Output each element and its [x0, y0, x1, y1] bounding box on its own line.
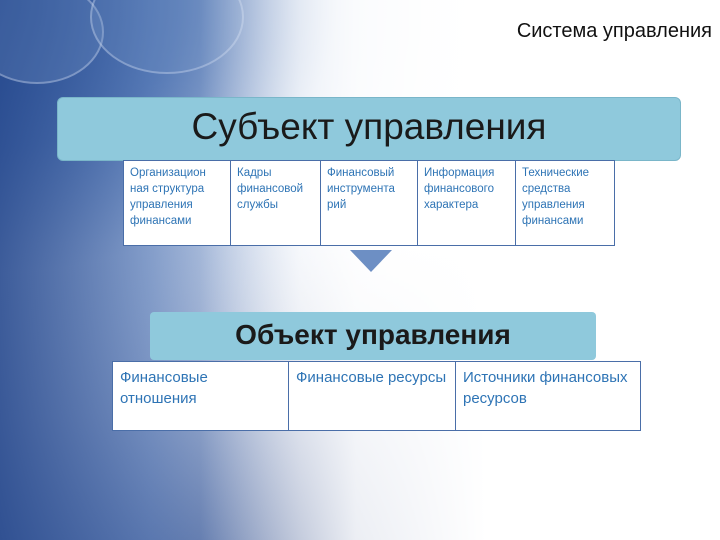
object-item: Финансовые ресурсы	[288, 361, 456, 431]
slide-title: Система управления	[517, 20, 712, 43]
subject-title: Субъект управления	[58, 106, 680, 148]
subject-item: Кадры финансовой службы	[230, 160, 321, 246]
object-item: Источники финансовых ресурсов	[455, 361, 641, 431]
down-arrow-icon	[350, 250, 392, 272]
object-item: Финансовые отношения	[112, 361, 289, 431]
object-title: Объект управления	[150, 319, 596, 351]
subject-item: Организацион ная структура управления фи…	[123, 160, 231, 246]
subject-item: Финансовый инструмента рий	[320, 160, 418, 246]
subject-item: Технические средства управления финансам…	[515, 160, 615, 246]
subject-header: Субъект управления	[57, 97, 681, 161]
object-header: Объект управления	[150, 312, 596, 360]
background-fade	[200, 0, 720, 540]
subject-item: Информация финансового характера	[417, 160, 516, 246]
